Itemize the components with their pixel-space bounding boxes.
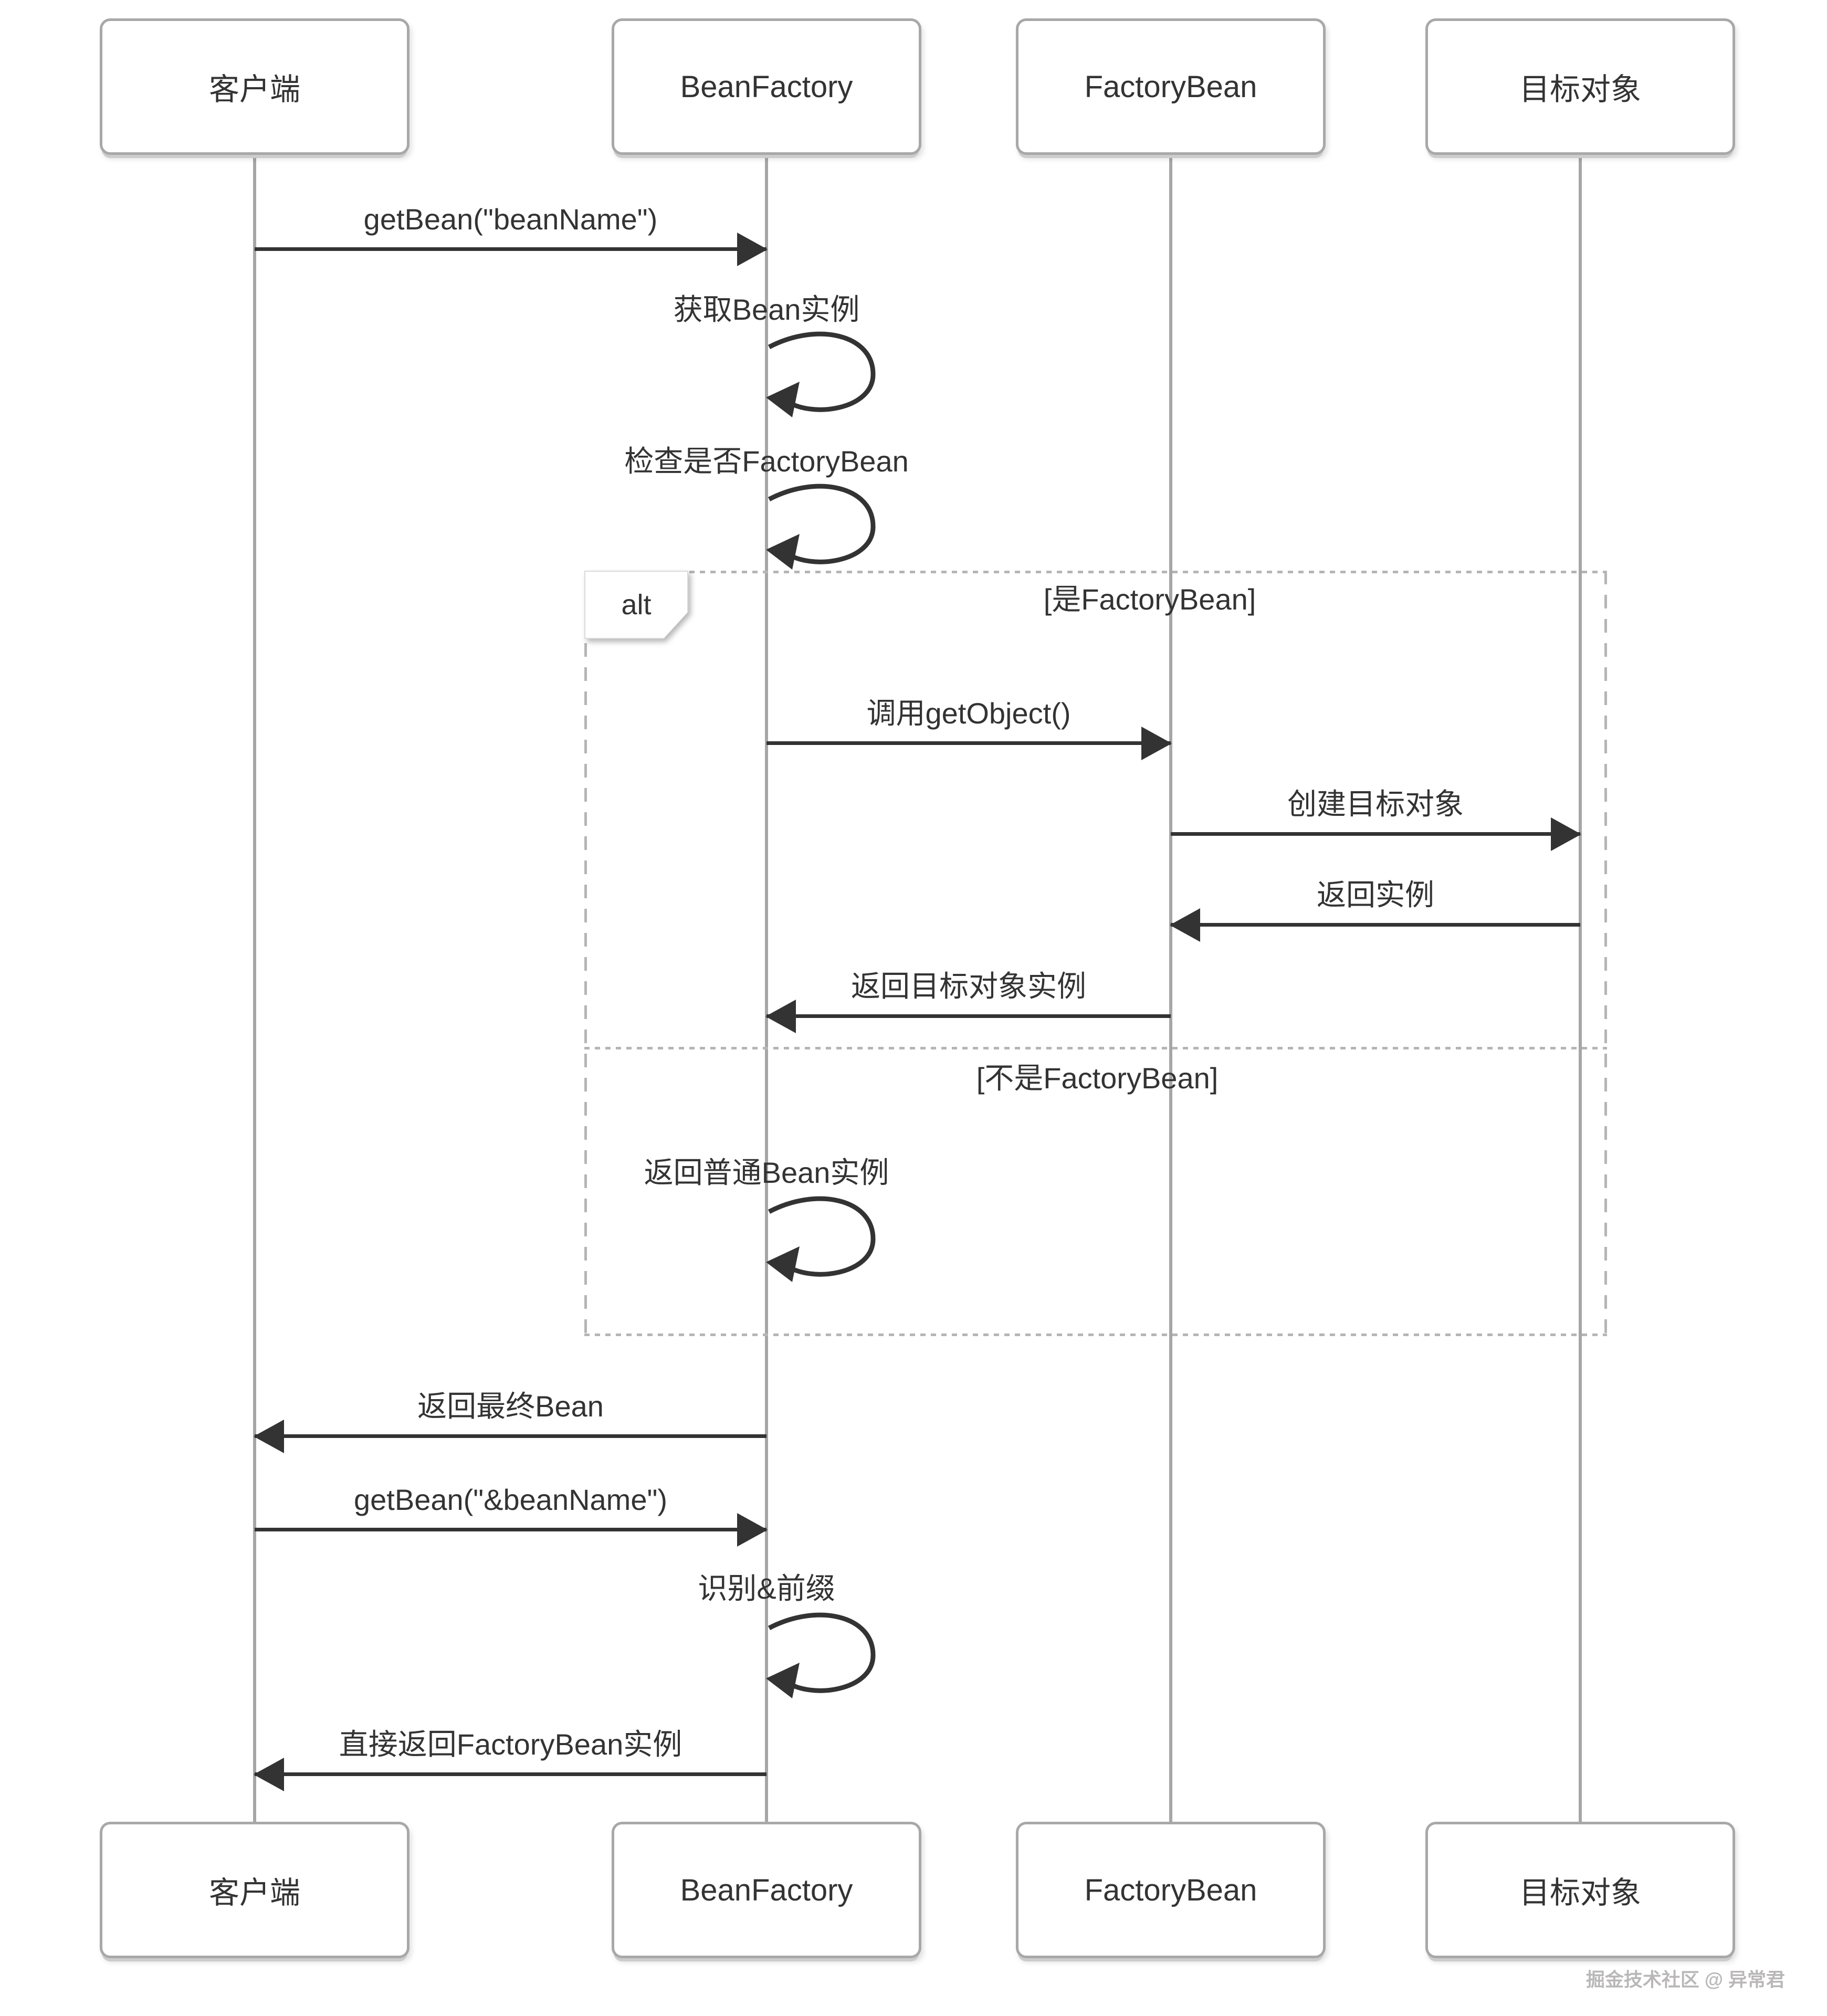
self-loop-arrow-icon: [766, 1196, 876, 1282]
self-loop-arrow-icon: [766, 331, 876, 417]
message-return-target-instance: 返回目标对象实例: [765, 969, 1171, 1033]
message-line: [1171, 817, 1581, 851]
self-message-identify-prefix: 识别&前缀: [698, 1572, 835, 1605]
arrowhead-left-icon: [254, 1757, 284, 1791]
lifeline-client: [253, 154, 256, 1823]
self-loop-arrow-icon: [766, 484, 876, 570]
actor-beanfactory-top: BeanFactory: [612, 18, 921, 155]
arrowhead-left-icon: [1170, 908, 1200, 942]
actor-client-top: 客户端: [100, 18, 410, 155]
actor-label: FactoryBean: [1084, 69, 1257, 104]
self-message-return-plain-bean: 返回普通Bean实例: [644, 1156, 889, 1189]
message-line: [255, 1513, 768, 1547]
self-message-check-factorybean: 检查是否FactoryBean: [624, 445, 909, 478]
arrowhead-right-icon: [1141, 726, 1172, 760]
alt-frame-border-bottom: [584, 1334, 1607, 1336]
arrowhead-left-icon: [254, 1419, 284, 1453]
actor-factorybean-bottom: FactoryBean: [1016, 1822, 1326, 1958]
message-return-factorybean-instance: 直接返回FactoryBean实例: [254, 1727, 766, 1791]
actor-beanfactory-bottom: BeanFactory: [612, 1822, 921, 1958]
watermark: 掘金技术社区 @ 异常君: [1586, 1969, 1785, 1990]
actor-label: 客户端: [208, 72, 300, 107]
message-line: [1170, 908, 1580, 942]
message-call-getobject: 调用getObject(): [766, 696, 1172, 760]
message-return-instance: 返回实例: [1170, 877, 1580, 942]
message-getbean-beanname: getBean("beanName"): [255, 202, 768, 266]
message-label: getBean("beanName"): [363, 203, 658, 236]
alt-frame-border-top: [584, 571, 1607, 573]
message-label: 返回实例: [1317, 878, 1434, 911]
message-label: getBean("&beanName"): [354, 1483, 667, 1516]
alt-frame-border-right: [1604, 571, 1607, 1336]
actor-label: 目标对象: [1519, 72, 1641, 107]
arrowhead-left-icon: [765, 999, 796, 1033]
alt-guard-true: [是FactoryBean]: [1043, 583, 1256, 616]
message-label: 调用getObject(): [866, 697, 1071, 730]
actor-target-top: 目标对象: [1425, 18, 1735, 155]
self-message-get-bean-instance: 获取Bean实例: [673, 293, 860, 326]
actor-target-bottom: 目标对象: [1425, 1822, 1735, 1958]
alt-label: alt: [584, 571, 688, 639]
arrowhead-right-icon: [737, 232, 768, 266]
alt-frame: [584, 571, 1607, 1336]
message-label: 返回最终Bean: [417, 1390, 604, 1423]
self-loop-arrow-icon: [766, 1612, 876, 1698]
message-return-final-bean: 返回最终Bean: [254, 1389, 766, 1453]
message-create-target-object: 创建目标对象: [1171, 786, 1581, 851]
alt-divider: [584, 1047, 1607, 1049]
actor-label: 目标对象: [1519, 1876, 1641, 1910]
alt-frame-border-left: [584, 571, 587, 1336]
message-line: [254, 1419, 766, 1453]
message-label: 创建目标对象: [1287, 788, 1464, 821]
actor-factorybean-top: FactoryBean: [1016, 18, 1326, 155]
message-line: [765, 999, 1171, 1033]
alt-operator-label: alt: [621, 589, 652, 621]
lifeline-beanfactory: [765, 154, 768, 1823]
lifeline-target: [1579, 154, 1582, 1823]
actor-label: 客户端: [208, 1876, 300, 1910]
message-label: 直接返回FactoryBean实例: [339, 1728, 682, 1761]
actor-label: BeanFactory: [680, 1873, 853, 1907]
actor-label: BeanFactory: [680, 69, 853, 104]
arrowhead-right-icon: [737, 1513, 768, 1547]
lifeline-factorybean: [1169, 154, 1172, 1823]
actor-label: FactoryBean: [1084, 1873, 1257, 1907]
message-line: [766, 726, 1172, 760]
message-line: [255, 232, 768, 266]
alt-guard-false: [不是FactoryBean]: [976, 1062, 1219, 1095]
actor-client-bottom: 客户端: [100, 1822, 410, 1958]
message-line: [254, 1757, 766, 1791]
message-label: 返回目标对象实例: [851, 970, 1086, 1003]
arrowhead-right-icon: [1551, 817, 1581, 851]
message-getbean-amp-beanname: getBean("&beanName"): [255, 1482, 768, 1547]
